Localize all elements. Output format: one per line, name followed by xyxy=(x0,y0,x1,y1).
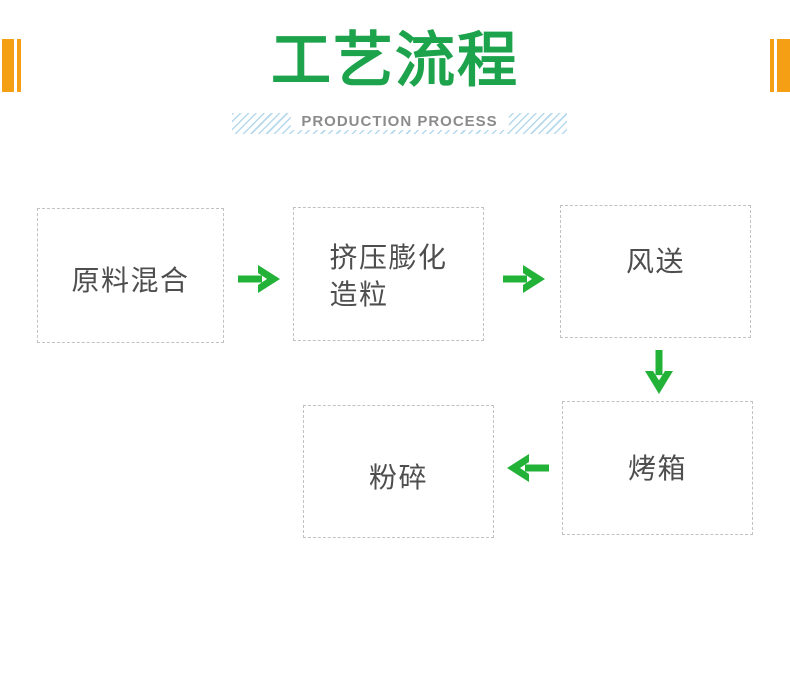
flow-step-label: 烤箱 xyxy=(627,452,687,484)
accent-bar-left-thin xyxy=(17,39,21,92)
accent-bar-left-wide xyxy=(2,39,14,92)
page-subtitle: PRODUCTION PROCESS xyxy=(290,113,509,130)
arrow-down-icon xyxy=(645,350,673,394)
arrow-left-icon xyxy=(507,454,549,482)
flow-step-label: 挤压膨化 造粒 xyxy=(329,242,448,310)
flow-step-label: 原料混合 xyxy=(71,265,190,296)
flow-step-crushing: 粉碎 xyxy=(303,405,494,538)
flow-step-label: 粉碎 xyxy=(368,462,428,493)
flow-step-raw-material-mixing: 原料混合 xyxy=(37,208,224,343)
flow-step-air-conveying: 风送 xyxy=(560,205,751,338)
arrow-right-icon xyxy=(238,265,280,293)
subtitle-hatch-band: PRODUCTION PROCESS xyxy=(232,113,567,134)
flow-step-label: 风送 xyxy=(625,246,685,277)
accent-bar-right-wide xyxy=(777,39,790,92)
flow-step-extrusion-granulation: 挤压膨化 造粒 xyxy=(293,207,484,341)
accent-bar-right-thin xyxy=(770,39,774,92)
page-title: 工艺流程 xyxy=(271,27,519,94)
arrow-right-icon xyxy=(503,265,545,293)
flow-step-oven: 烤箱 xyxy=(562,401,753,535)
